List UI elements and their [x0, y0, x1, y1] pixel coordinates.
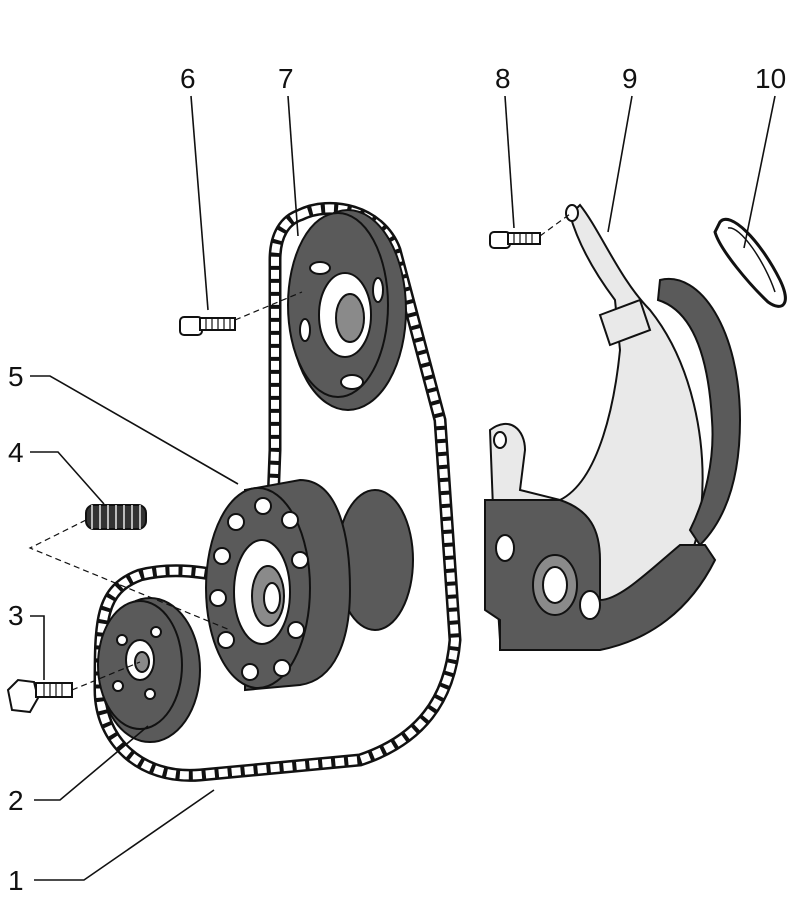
camshaft-sprocket: [287, 209, 407, 411]
callout-3: 3: [8, 600, 24, 631]
intermediate-gear: [205, 478, 414, 692]
chain-tensioner-guide: [484, 203, 742, 651]
alignment-lines: [28, 213, 571, 691]
callout-7: 7: [278, 63, 294, 94]
callout-6: 6: [180, 63, 196, 94]
bolt-3: [6, 678, 73, 714]
callout-8: 8: [495, 63, 511, 94]
callout-4: 4: [8, 437, 24, 468]
crankshaft-sprocket: [97, 597, 201, 743]
callout-9: 9: [622, 63, 638, 94]
callout-10: 10: [755, 63, 786, 94]
callout-labels: 1 2 3 4 5 6 7 8 9 10: [8, 63, 786, 896]
leader-lines: [30, 95, 776, 881]
callout-2: 2: [8, 785, 24, 816]
bolt-8: [489, 231, 541, 249]
bolt-6: [179, 316, 236, 336]
callout-5: 5: [8, 361, 24, 392]
callout-1: 1: [8, 865, 24, 896]
spring-4: [85, 504, 147, 530]
seal-ring: [713, 217, 787, 308]
